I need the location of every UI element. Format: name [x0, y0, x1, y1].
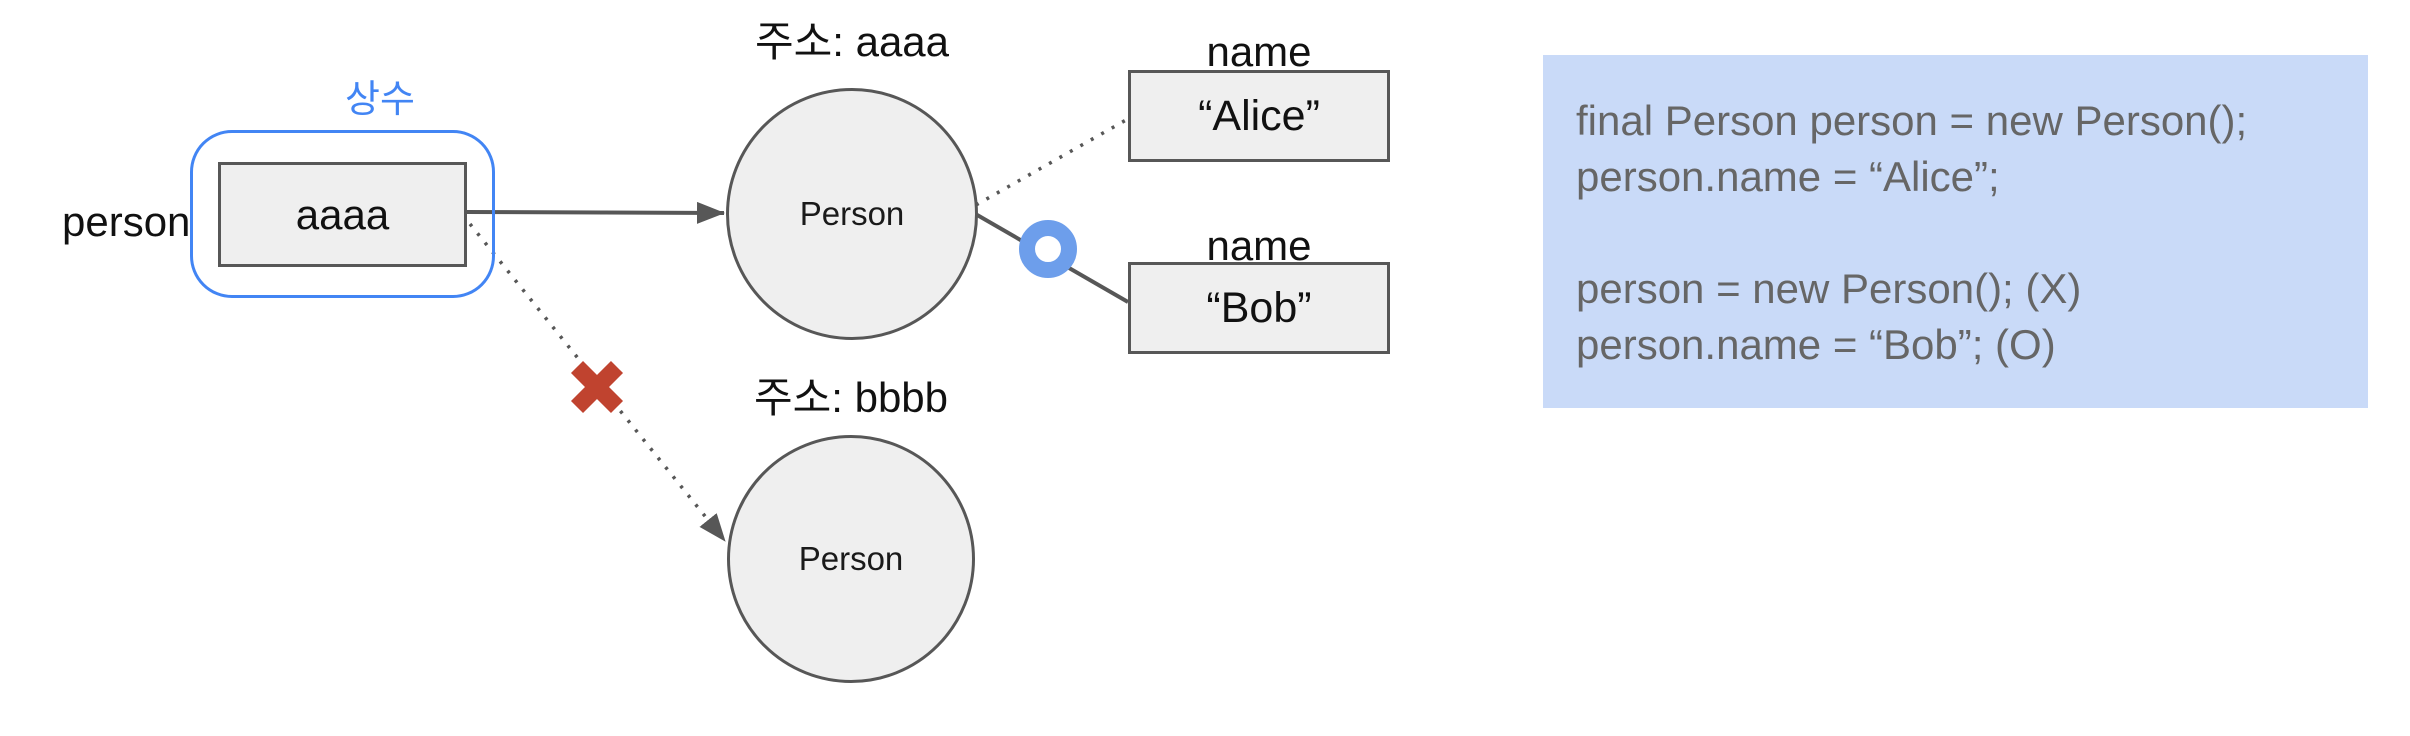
field-alice-value-box: “Alice” — [1128, 70, 1390, 162]
variable-name-label: person — [62, 198, 191, 245]
reference-arrow — [466, 201, 725, 224]
code-line: person = new Person(); (X) — [1576, 265, 2082, 312]
object-b-class-name: Person — [798, 540, 904, 577]
field-bob-name-label: name — [1206, 222, 1312, 269]
object-a-address-label: 주소: aaaa — [754, 18, 950, 65]
object-b-address-label: 주소: bbbb — [753, 374, 949, 421]
code-line — [1576, 205, 2340, 261]
code-line: person.name = “Alice”; — [1576, 153, 2000, 200]
new-value-connector — [971, 210, 1129, 304]
object-a-class-name: Person — [799, 195, 905, 232]
pointer-value-text: aaaa — [295, 190, 390, 238]
object-b-circle: Person — [727, 435, 975, 683]
field-alice-value-text: “Alice” — [1198, 91, 1320, 140]
forbidden-x-icon — [570, 360, 624, 414]
allowed-o-ring-icon — [1019, 220, 1077, 278]
old-value-dotted-connector — [975, 118, 1127, 207]
field-bob-value-text: “Bob” — [1206, 283, 1312, 332]
pointer-value-box: aaaa — [218, 162, 467, 267]
code-line: final Person person = new Person(); — [1576, 97, 2248, 144]
field-bob-value-box: “Bob” — [1128, 262, 1390, 354]
object-a-circle: Person — [726, 88, 978, 340]
forbidden-reference-dotted-arrow — [468, 222, 727, 543]
code-snippet-panel: final Person person = new Person(); pers… — [1543, 55, 2368, 408]
code-line: person.name = “Bob”; (O) — [1576, 321, 2056, 368]
constant-outline — [190, 130, 495, 298]
field-alice-name-label: name — [1206, 28, 1312, 75]
constant-badge-label: 상수 — [345, 79, 415, 121]
